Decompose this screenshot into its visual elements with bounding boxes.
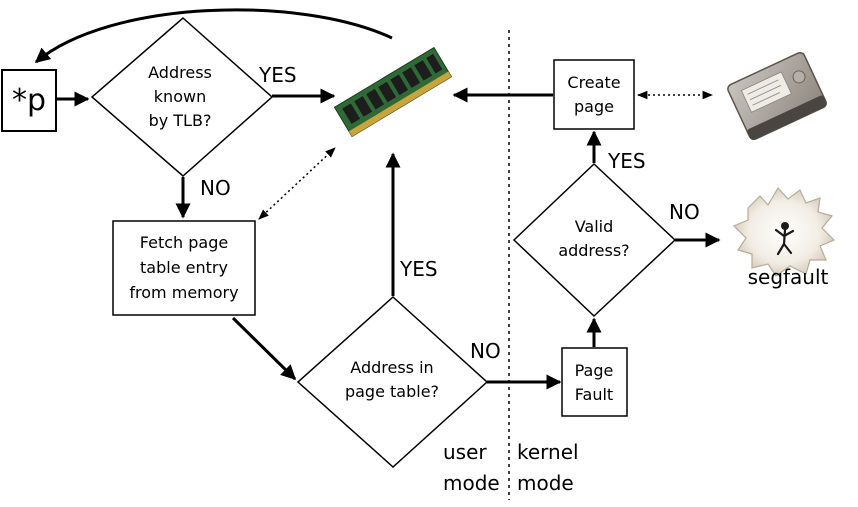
create-page-box: Create page bbox=[553, 59, 635, 130]
page-table-decision: Address in page table? bbox=[296, 295, 489, 469]
valid-address-decision: Valid address? bbox=[512, 162, 677, 318]
arrow-fetch-to-page-table bbox=[231, 316, 297, 381]
tlb-no-label: NO bbox=[200, 176, 231, 200]
fetch-label-line-3: from memory bbox=[129, 283, 238, 302]
tlb-decision: Address known by TLB? bbox=[90, 17, 274, 177]
fetch-label-line-2: table entry bbox=[140, 258, 228, 277]
valid-label-line-2: address? bbox=[558, 241, 629, 260]
explosion-icon bbox=[732, 186, 836, 277]
kernel-mode-label-line-2: mode bbox=[517, 471, 574, 495]
valid-label-line-1: Valid bbox=[575, 217, 614, 236]
page-table-yes-label: YES bbox=[399, 257, 438, 281]
page-table-label-line-2: page table? bbox=[345, 382, 439, 401]
create-label-line-2: page bbox=[574, 97, 614, 116]
page-fault-box: Page Fault bbox=[561, 347, 628, 417]
kernel-mode-label-line-1: kernel bbox=[517, 440, 579, 464]
return-arrow bbox=[34, 8, 393, 64]
valid-no-label: NO bbox=[669, 200, 700, 224]
user-mode-label-line-2: mode bbox=[443, 471, 500, 495]
valid-yes-label: YES bbox=[607, 149, 646, 173]
fetch-label-line-1: Fetch page bbox=[140, 233, 228, 252]
arrow-fetch-memory-dotted bbox=[258, 147, 336, 220]
fetch-box: Fetch page table entry from memory bbox=[112, 220, 256, 316]
ram-module-icon bbox=[333, 46, 453, 138]
page-table-label-line-1: Address in bbox=[350, 358, 433, 377]
segfault-label: segfault bbox=[748, 265, 829, 289]
page-table-no-label: NO bbox=[470, 339, 501, 363]
hard-disk-icon bbox=[727, 51, 827, 141]
tlb-label-line-1: Address bbox=[148, 63, 212, 82]
page-fault-label-line-2: Fault bbox=[575, 385, 613, 404]
create-label-line-1: Create bbox=[567, 73, 620, 92]
deref-label: *p bbox=[12, 83, 46, 118]
tlb-label-line-3: by TLB? bbox=[149, 111, 212, 130]
tlb-yes-label: YES bbox=[258, 63, 297, 87]
user-mode-label-line-1: user bbox=[443, 440, 487, 464]
page-fault-label-line-1: Page bbox=[575, 361, 614, 380]
tlb-label-line-2: known bbox=[154, 87, 206, 106]
deref-box: *p bbox=[1, 69, 57, 132]
